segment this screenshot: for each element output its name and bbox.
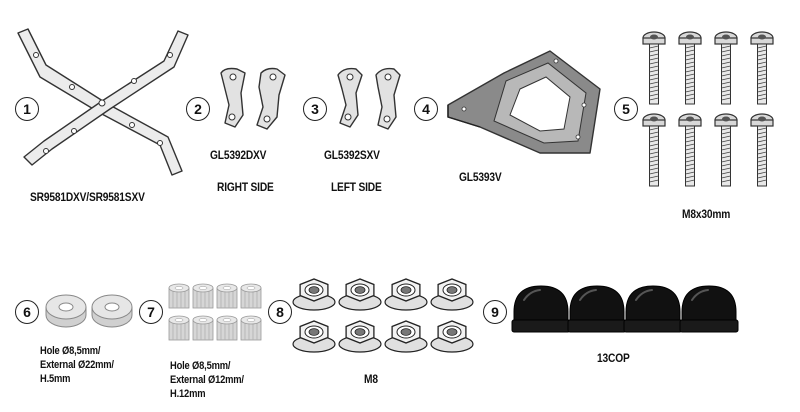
flange-nut <box>430 278 474 311</box>
item-7-number: 7 <box>139 300 163 324</box>
item-1-label: SR9581DXV/SR9581SXV <box>30 190 145 204</box>
cap-cover <box>567 285 627 333</box>
item-3-number: 3 <box>303 97 327 121</box>
spacer <box>168 315 190 341</box>
spacer <box>192 315 214 341</box>
flange-nut <box>430 320 474 353</box>
item-8-label: M8 <box>364 372 378 386</box>
washer-icon <box>45 294 133 328</box>
item-2-side: RIGHT SIDE <box>217 180 274 194</box>
screw <box>642 113 666 187</box>
spacer <box>240 315 262 341</box>
item-4-label: GL5393V <box>459 170 502 184</box>
item-2-number: 2 <box>186 97 210 121</box>
item-5-label: M8x30mm <box>682 207 731 221</box>
right-bracket-icon <box>220 67 286 130</box>
flange-nut <box>338 278 382 311</box>
screw <box>750 31 774 105</box>
flange-nut-icon <box>292 278 474 353</box>
item-3-side: LEFT SIDE <box>331 180 382 194</box>
screw <box>750 113 774 187</box>
screw <box>678 31 702 105</box>
item-2-code: GL5392DXV <box>210 148 267 162</box>
item-7-line-2: External Ø12mm/ <box>170 374 244 386</box>
item-7-line-1: Hole Ø8,5mm/ <box>170 360 231 372</box>
screw-icon <box>642 31 774 187</box>
spacer <box>192 283 214 309</box>
item-8-number: 8 <box>268 300 292 324</box>
item-7-line-3: H.12mm <box>170 388 206 400</box>
item-6-line-2: External Ø22mm/ <box>40 359 114 371</box>
cap-cover <box>679 285 739 333</box>
item-9-number: 9 <box>483 300 507 324</box>
flange-nut <box>292 278 336 311</box>
item-6-line-1: Hole Ø8,5mm/ <box>40 345 101 357</box>
screw <box>714 113 738 187</box>
spacer <box>216 315 238 341</box>
flange-nut <box>384 278 428 311</box>
item-3-code: GL5392SXV <box>324 148 380 162</box>
cross-bar-icon <box>17 28 189 176</box>
screw <box>714 31 738 105</box>
cap-cover <box>511 285 571 333</box>
spacer <box>216 283 238 309</box>
screw <box>642 31 666 105</box>
item-6-number: 6 <box>15 300 39 324</box>
item-4-number: 4 <box>414 97 438 121</box>
left-bracket-icon <box>337 67 401 130</box>
item-1-number: 1 <box>15 97 39 121</box>
cap-cover <box>623 285 683 333</box>
item-5-number: 5 <box>614 97 638 121</box>
cap-nut-cover-icon <box>511 285 739 333</box>
flange-nut <box>338 320 382 353</box>
flange-nut <box>292 320 336 353</box>
plate-frame-icon <box>447 50 601 154</box>
item-9-label: 13COP <box>597 351 630 365</box>
screw <box>678 113 702 187</box>
spacer <box>240 283 262 309</box>
flange-nut <box>384 320 428 353</box>
item-6-line-3: H.5mm <box>40 373 71 385</box>
spacer-icon <box>168 283 262 341</box>
spacer <box>168 283 190 309</box>
